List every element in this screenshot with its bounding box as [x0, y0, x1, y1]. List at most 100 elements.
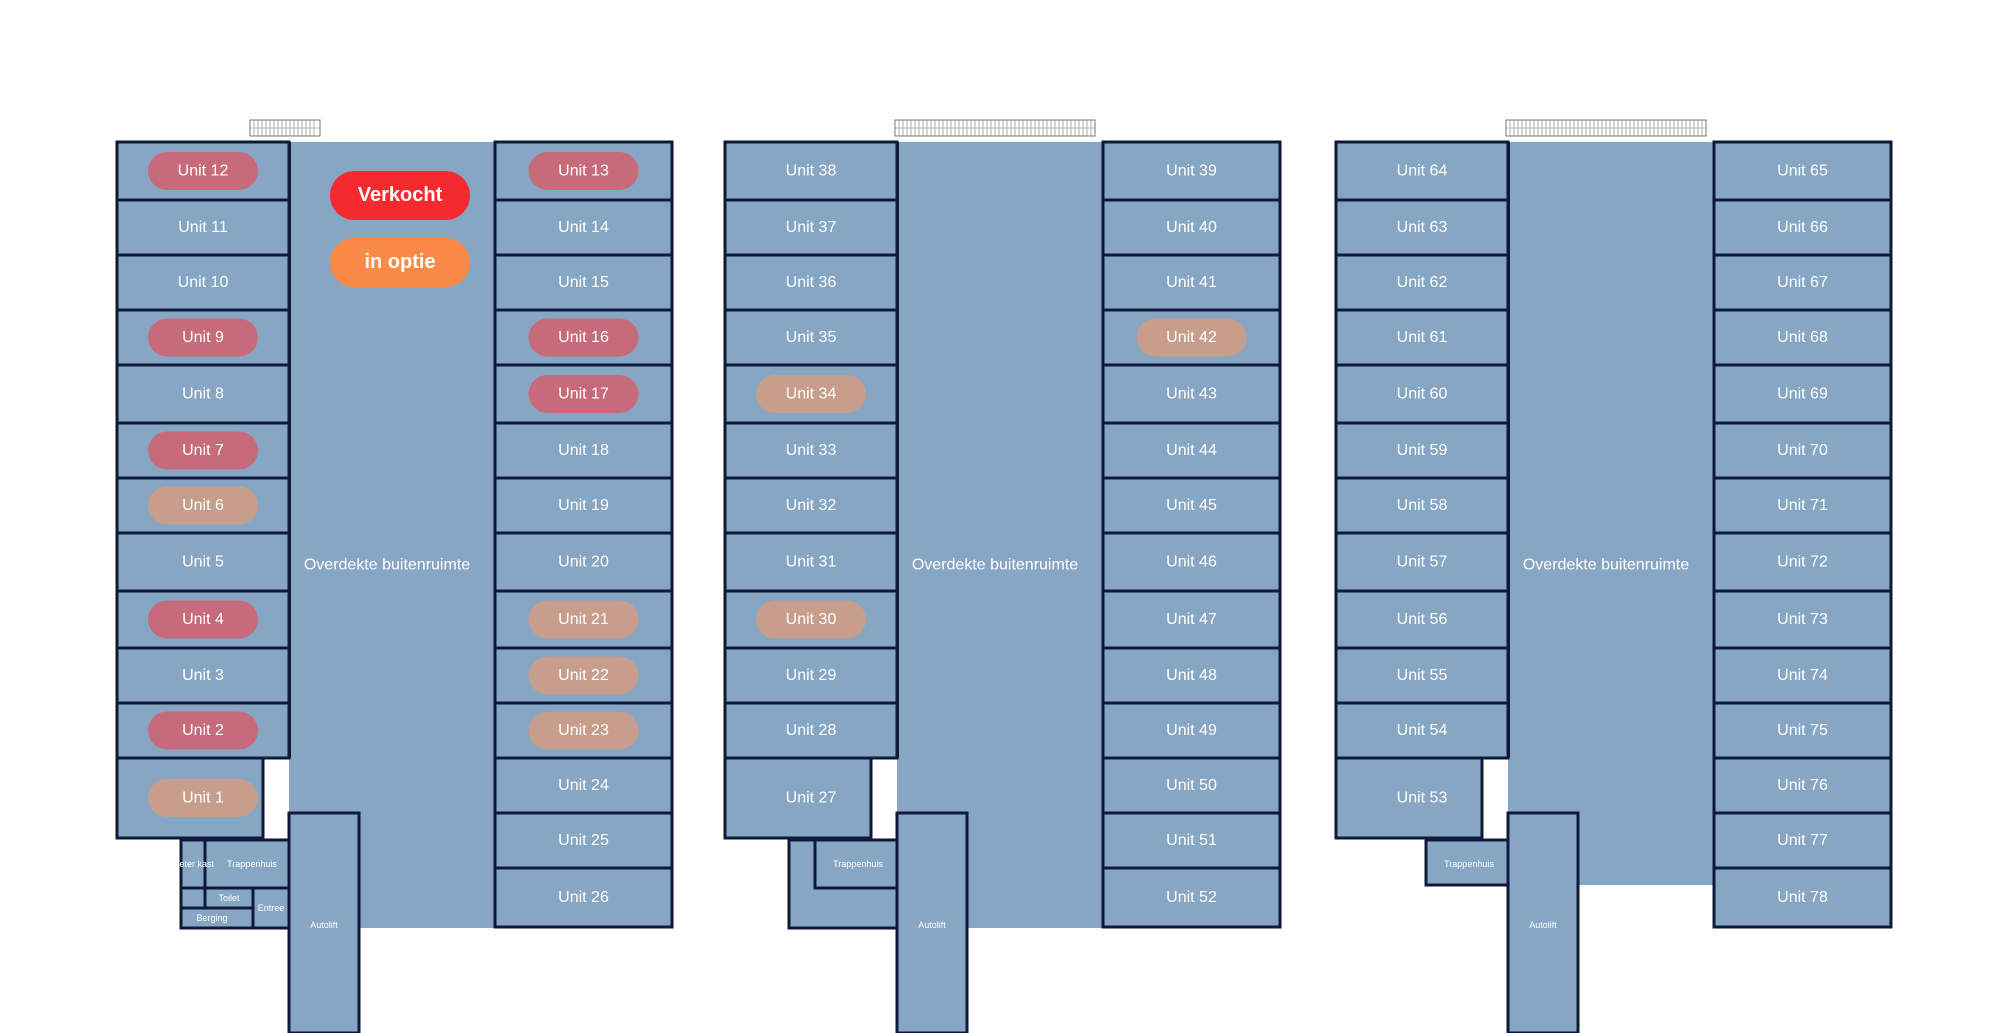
unit-unit-30[interactable]: Unit 30: [723, 589, 899, 650]
unit-unit-46[interactable]: Unit 46: [1101, 531, 1282, 593]
unit-label: Unit 37: [786, 219, 837, 236]
unit-label: Unit 51: [1166, 832, 1217, 849]
unit-box: [493, 253, 674, 312]
status-pill: [148, 318, 258, 357]
unit-unit-73[interactable]: Unit 73: [1712, 589, 1893, 650]
unit-unit-11[interactable]: Unit 11: [115, 198, 291, 257]
unit-unit-28[interactable]: Unit 28: [723, 701, 899, 760]
unit-box: [1712, 421, 1893, 480]
unit-label: Unit 3: [182, 667, 224, 684]
unit-label: Unit 25: [558, 832, 609, 849]
unit-label: Unit 59: [1397, 442, 1448, 459]
unit-unit-66[interactable]: Unit 66: [1712, 198, 1893, 257]
unit-unit-22[interactable]: Unit 22: [493, 646, 674, 705]
unit-unit-45[interactable]: Unit 45: [1101, 476, 1282, 535]
unit-unit-72[interactable]: Unit 72: [1712, 531, 1893, 593]
unit-unit-6[interactable]: Unit 6: [115, 476, 291, 535]
unit-unit-56[interactable]: Unit 56: [1334, 589, 1510, 650]
unit-unit-1[interactable]: Unit 1: [115, 756, 265, 840]
unit-unit-64[interactable]: Unit 64: [1334, 140, 1510, 202]
unit-unit-33[interactable]: Unit 33: [723, 421, 899, 480]
unit-unit-26[interactable]: Unit 26: [493, 866, 674, 929]
unit-unit-36[interactable]: Unit 36: [723, 253, 899, 312]
unit-unit-34[interactable]: Unit 34: [723, 363, 899, 425]
unit-unit-67[interactable]: Unit 67: [1712, 253, 1893, 312]
unit-unit-60[interactable]: Unit 60: [1334, 363, 1510, 425]
unit-unit-71[interactable]: Unit 71: [1712, 476, 1893, 535]
unit-unit-69[interactable]: Unit 69: [1712, 363, 1893, 425]
unit-unit-63[interactable]: Unit 63: [1334, 198, 1510, 257]
unit-unit-57[interactable]: Unit 57: [1334, 531, 1510, 593]
unit-unit-29[interactable]: Unit 29: [723, 646, 899, 705]
unit-unit-3[interactable]: Unit 3: [115, 646, 291, 705]
unit-unit-32[interactable]: Unit 32: [723, 476, 899, 535]
unit-unit-51[interactable]: Unit 51: [1101, 811, 1282, 870]
unit-unit-31[interactable]: Unit 31: [723, 531, 899, 593]
unit-unit-54[interactable]: Unit 54: [1334, 701, 1510, 760]
unit-unit-8[interactable]: Unit 8: [115, 363, 291, 425]
unit-unit-12[interactable]: Unit 12: [115, 140, 291, 202]
unit-unit-27[interactable]: Unit 27: [723, 756, 873, 840]
unit-unit-9[interactable]: Unit 9: [115, 308, 291, 367]
unit-unit-53[interactable]: Unit 53: [1334, 756, 1484, 840]
unit-unit-14[interactable]: Unit 14: [493, 198, 674, 257]
unit-unit-35[interactable]: Unit 35: [723, 308, 899, 367]
unit-unit-65[interactable]: Unit 65: [1712, 140, 1893, 202]
unit-unit-37[interactable]: Unit 37: [723, 198, 899, 257]
unit-box: [1334, 140, 1510, 202]
unit-label: Unit 8: [182, 386, 224, 403]
unit-unit-15[interactable]: Unit 15: [493, 253, 674, 312]
unit-label: Unit 5: [182, 554, 224, 571]
unit-unit-24[interactable]: Unit 24: [493, 756, 674, 815]
unit-unit-20[interactable]: Unit 20: [493, 531, 674, 593]
unit-label: Unit 71: [1777, 497, 1828, 514]
unit-unit-10[interactable]: Unit 10: [115, 253, 291, 312]
unit-unit-47[interactable]: Unit 47: [1101, 589, 1282, 650]
unit-unit-25[interactable]: Unit 25: [493, 811, 674, 870]
unit-label: Unit 6: [182, 497, 224, 514]
unit-unit-78[interactable]: Unit 78: [1712, 866, 1893, 929]
unit-unit-61[interactable]: Unit 61: [1334, 308, 1510, 367]
unit-unit-49[interactable]: Unit 49: [1101, 701, 1282, 760]
unit-unit-23[interactable]: Unit 23: [493, 701, 674, 760]
unit-unit-7[interactable]: Unit 7: [115, 421, 291, 480]
car-lift: [895, 811, 969, 1033]
stairwell-label: Trappenhuis: [1444, 859, 1494, 869]
unit-unit-75[interactable]: Unit 75: [1712, 701, 1893, 760]
unit-label: Unit 1: [182, 790, 224, 807]
unit-unit-43[interactable]: Unit 43: [1101, 363, 1282, 425]
unit-unit-5[interactable]: Unit 5: [115, 531, 291, 593]
unit-unit-13[interactable]: Unit 13: [493, 140, 674, 202]
unit-unit-38[interactable]: Unit 38: [723, 140, 899, 202]
unit-unit-70[interactable]: Unit 70: [1712, 421, 1893, 480]
unit-unit-19[interactable]: Unit 19: [493, 476, 674, 535]
unit-unit-39[interactable]: Unit 39: [1101, 140, 1282, 202]
unit-unit-41[interactable]: Unit 41: [1101, 253, 1282, 312]
unit-unit-2[interactable]: Unit 2: [115, 701, 291, 760]
unit-unit-77[interactable]: Unit 77: [1712, 811, 1893, 870]
unit-unit-16[interactable]: Unit 16: [493, 308, 674, 367]
unit-unit-76[interactable]: Unit 76: [1712, 756, 1893, 815]
unit-label: Unit 60: [1397, 386, 1448, 403]
unit-unit-40[interactable]: Unit 40: [1101, 198, 1282, 257]
unit-unit-48[interactable]: Unit 48: [1101, 646, 1282, 705]
unit-unit-55[interactable]: Unit 55: [1334, 646, 1510, 705]
unit-unit-74[interactable]: Unit 74: [1712, 646, 1893, 705]
unit-unit-44[interactable]: Unit 44: [1101, 421, 1282, 480]
unit-unit-62[interactable]: Unit 62: [1334, 253, 1510, 312]
unit-label: Unit 27: [786, 790, 837, 807]
unit-unit-4[interactable]: Unit 4: [115, 589, 291, 650]
unit-unit-58[interactable]: Unit 58: [1334, 476, 1510, 535]
unit-unit-17[interactable]: Unit 17: [493, 363, 674, 425]
unit-unit-59[interactable]: Unit 59: [1334, 421, 1510, 480]
unit-unit-21[interactable]: Unit 21: [493, 589, 674, 650]
unit-unit-52[interactable]: Unit 52: [1101, 866, 1282, 929]
unit-box: [493, 756, 674, 815]
unit-unit-42[interactable]: Unit 42: [1101, 308, 1282, 367]
toilet-label: Toilet: [218, 893, 240, 903]
unit-unit-18[interactable]: Unit 18: [493, 421, 674, 480]
unit-unit-50[interactable]: Unit 50: [1101, 756, 1282, 815]
unit-box: [723, 701, 899, 760]
unit-label: Unit 28: [786, 722, 837, 739]
unit-unit-68[interactable]: Unit 68: [1712, 308, 1893, 367]
